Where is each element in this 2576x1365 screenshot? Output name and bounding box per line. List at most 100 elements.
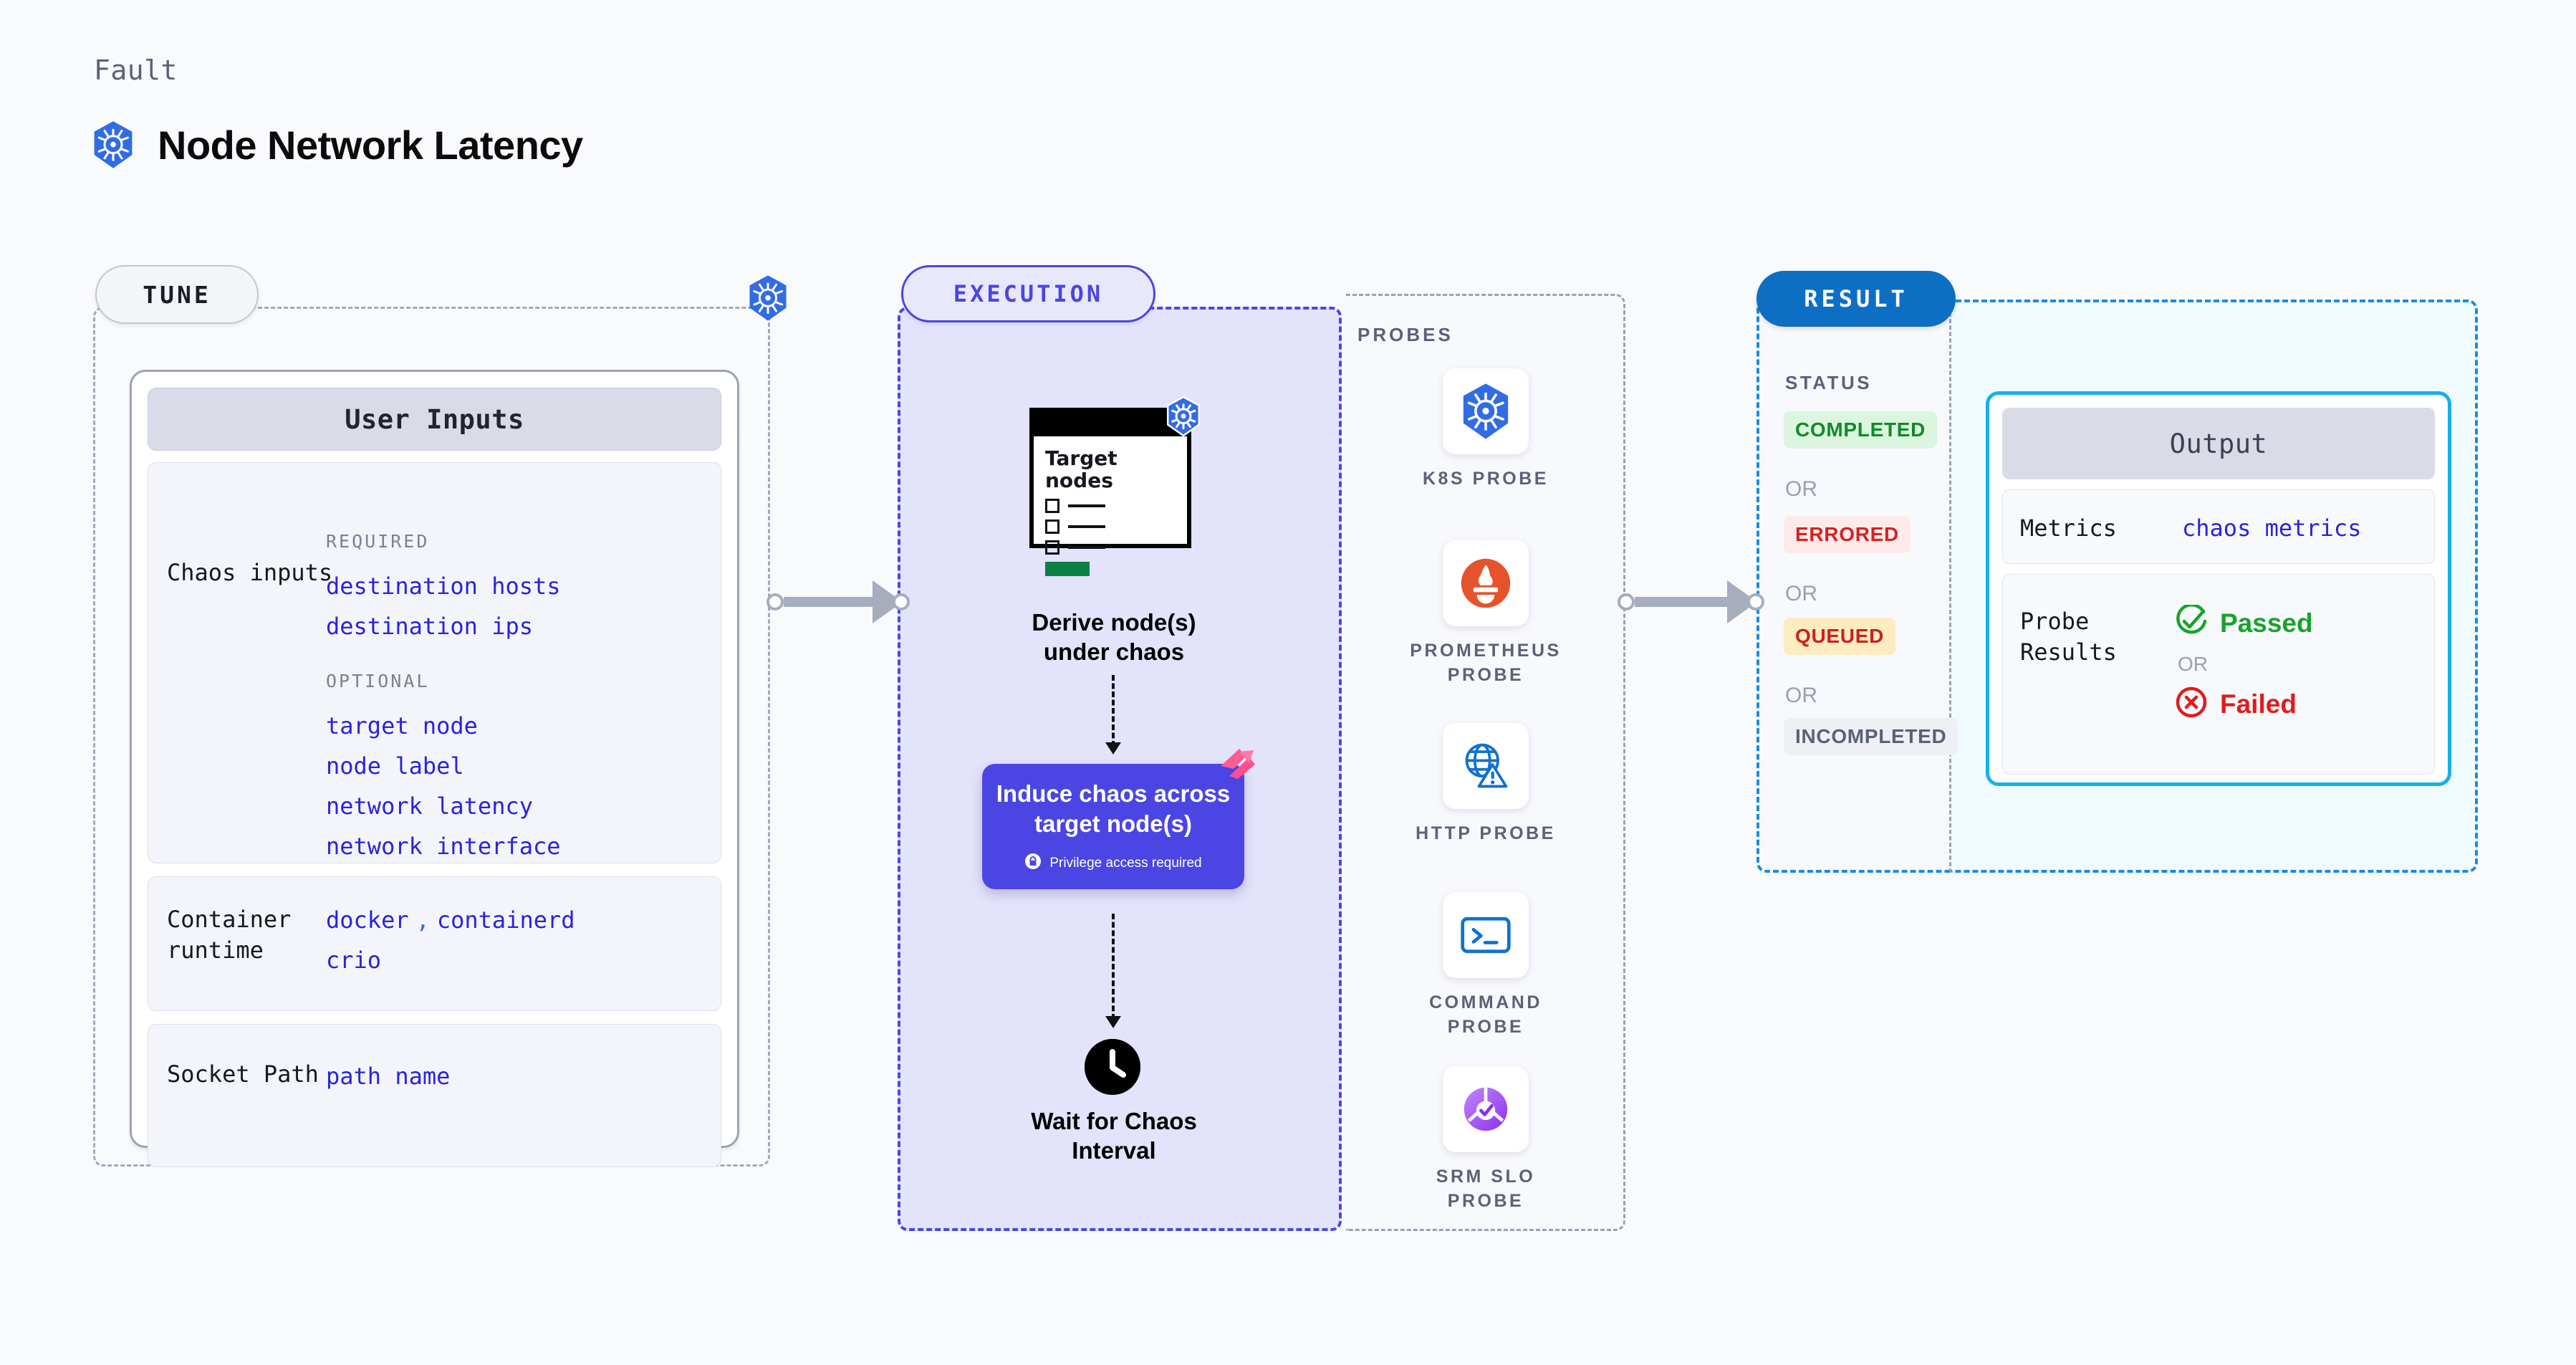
x-circle-icon (2175, 686, 2208, 722)
container-runtime-label: Container runtime (167, 906, 292, 964)
page-eyebrow: Fault (94, 54, 178, 86)
litmus-icon (1218, 747, 1256, 782)
optional-kicker: OPTIONAL (326, 671, 430, 691)
probe-result-passed: Passed (2175, 603, 2313, 641)
srm-slo-icon (1443, 1066, 1529, 1152)
checkbox-icon (1045, 519, 1059, 534)
metrics-row: Metrics chaos metrics (2002, 489, 2435, 564)
probe-label: K8S PROBE (1423, 469, 1549, 489)
doc-green-bar (1045, 561, 1090, 576)
chaos-input-value[interactable]: destination hosts (326, 573, 561, 600)
chaos-input-value[interactable]: target node (326, 712, 478, 739)
status-badge-incompleted: INCOMPLETED (1784, 718, 1959, 755)
chaos-input-value[interactable]: destination ips (326, 613, 533, 640)
probe-item-prometheus[interactable]: PROMETHEUS PROBE (1403, 540, 1569, 688)
probe-label: HTTP PROBE (1416, 823, 1556, 843)
probe-label: PROMETHEUS PROBE (1410, 641, 1562, 685)
chaos-inputs-label: Chaos inputs (167, 559, 333, 586)
induce-chaos-node[interactable]: Induce chaos across target node(s) Privi… (982, 764, 1244, 889)
prometheus-icon (1443, 540, 1529, 626)
doc-title: Target nodes (1045, 446, 1118, 492)
socket-path-label: Socket Path (167, 1060, 319, 1088)
probe-item-k8s[interactable]: K8S PROBE (1403, 368, 1569, 492)
status-badge-errored: ERRORED (1784, 516, 1911, 553)
socket-path-section: Socket Path path name (148, 1024, 721, 1167)
target-nodes-doc: Target nodes (1029, 408, 1191, 576)
or-separator: OR (1785, 477, 1817, 501)
probe-label: COMMAND PROBE (1429, 992, 1542, 1037)
connector-dot (1747, 593, 1764, 610)
connector-dot (893, 593, 910, 610)
probe-item-srm-slo[interactable]: SRM SLO PROBE (1403, 1066, 1569, 1214)
wait-interval-caption: Wait for Chaos Interval (1031, 1108, 1197, 1164)
doc-titlebar (1034, 412, 1187, 436)
checkbox-icon (1045, 540, 1059, 555)
probe-label: SRM SLO PROBE (1436, 1167, 1536, 1211)
chaos-inputs-section: Chaos inputs REQUIRED destination hosts … (148, 462, 721, 863)
chaos-input-value[interactable]: network latency (326, 792, 533, 820)
probe-results-row: Probe Results Passed OR (2002, 574, 2435, 775)
connector-dot (1618, 593, 1635, 610)
doc-checkbox-row (1045, 519, 1176, 534)
page-title: Node Network Latency (158, 122, 583, 168)
probe-item-http[interactable]: HTTP PROBE (1403, 723, 1569, 846)
doc-dash (1068, 504, 1105, 507)
passed-label: Passed (2220, 608, 2313, 638)
status-badge-queued: QUEUED (1784, 618, 1895, 655)
doc-checkbox-row (1045, 540, 1176, 555)
page-title-row: Node Network Latency (92, 120, 583, 169)
kubernetes-icon (1166, 396, 1201, 440)
globe-warning-icon (1443, 723, 1529, 809)
or-separator: OR (2178, 653, 2208, 675)
or-separator: OR (1785, 684, 1817, 707)
container-runtime-values-line2[interactable]: crio (326, 947, 382, 974)
socket-path-value[interactable]: path name (326, 1063, 451, 1090)
required-kicker: REQUIRED (326, 531, 430, 552)
container-runtime-section: Container runtime docker,containerd crio (148, 876, 721, 1011)
or-separator: OR (1785, 582, 1817, 605)
kubernetes-icon (1443, 368, 1529, 454)
probe-result-failed: Failed (2175, 686, 2313, 722)
induce-chaos-title: Induce chaos across target node(s) (996, 780, 1231, 837)
connector-bar (784, 597, 874, 607)
output-title: Output (2002, 408, 2435, 479)
user-inputs-title: User Inputs (148, 388, 721, 451)
doc-dash (1068, 525, 1105, 528)
lock-icon (1024, 853, 1042, 874)
kubernetes-icon (92, 120, 135, 169)
result-pill[interactable]: RESULT (1756, 271, 1956, 327)
probe-results-label: Probe Results (2020, 608, 2117, 666)
result-status-column (1756, 300, 1951, 873)
status-heading: STATUS (1785, 372, 1873, 393)
probes-title: PROBES (1357, 324, 1453, 345)
execution-pill[interactable]: EXECUTION (901, 265, 1155, 322)
chaos-input-value[interactable]: network interface (326, 833, 561, 860)
connector-tune-to-execution (766, 580, 910, 623)
clock-icon (1085, 1039, 1140, 1095)
metrics-value[interactable]: chaos metrics (2182, 514, 2362, 542)
connector-dot (766, 593, 784, 610)
doc-dash (1068, 545, 1105, 549)
terminal-icon (1443, 892, 1529, 978)
connector-bar (1635, 597, 1729, 607)
checkbox-icon (1045, 498, 1059, 513)
privilege-note-text: Privilege access required (1049, 855, 1202, 871)
tune-pill[interactable]: TUNE (95, 265, 259, 324)
kubernetes-icon (747, 274, 789, 325)
flow-arrowhead-1 (1105, 742, 1121, 755)
probe-item-command[interactable]: COMMAND PROBE (1403, 892, 1569, 1040)
check-circle-icon (2175, 603, 2208, 641)
derive-nodes-caption: Derive node(s) under chaos (1032, 609, 1196, 666)
privilege-note: Privilege access required (1024, 853, 1202, 874)
container-runtime-values-line1[interactable]: docker,containerd (326, 906, 575, 934)
chaos-input-value[interactable]: node label (326, 752, 464, 780)
user-inputs-card: User Inputs Chaos inputs REQUIRED destin… (130, 370, 739, 1167)
connector-execution-to-result (1618, 580, 1764, 623)
flow-arrow-1 (1112, 675, 1115, 747)
failed-label: Failed (2220, 689, 2297, 719)
flow-arrowhead-2 (1105, 1016, 1121, 1028)
doc-checkbox-row (1045, 498, 1176, 513)
status-badge-completed: COMPLETED (1784, 411, 1938, 449)
metrics-label: Metrics (2020, 514, 2117, 542)
